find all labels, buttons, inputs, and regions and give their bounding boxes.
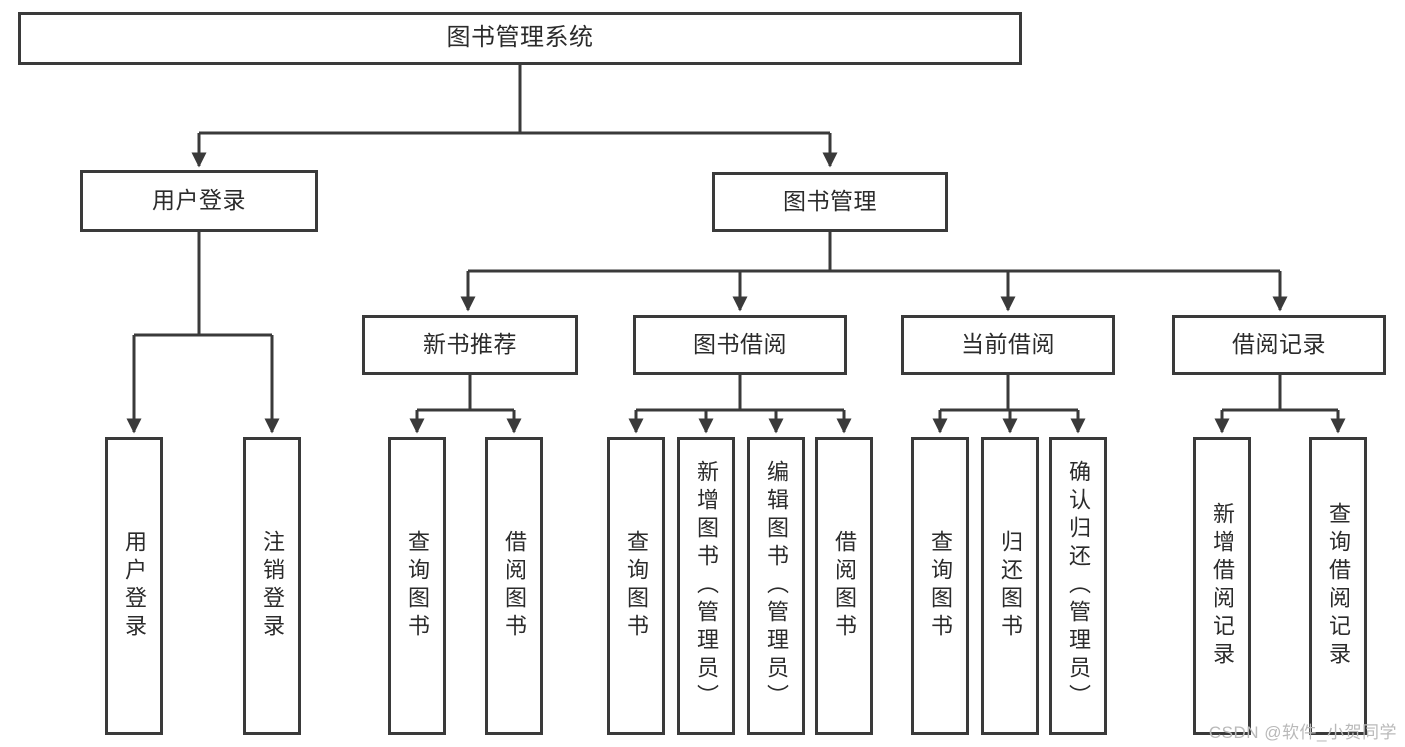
node-label: 借阅图书 (502, 530, 527, 642)
leaf-book-borrow-add[interactable]: 新增图书（管理员） (677, 437, 735, 735)
leaf-new-book-query[interactable]: 查询图书 (388, 437, 446, 735)
node-label: 图书管理 (783, 188, 877, 215)
node-root-system[interactable]: 图书管理系统 (18, 12, 1022, 65)
node-current-borrow[interactable]: 当前借阅 (901, 315, 1115, 375)
node-label: 归还图书 (998, 530, 1023, 642)
node-label: 新增图书（管理员） (694, 460, 719, 712)
node-borrow-record[interactable]: 借阅记录 (1172, 315, 1386, 375)
node-label: 借阅图书 (832, 530, 857, 642)
node-book-borrow[interactable]: 图书借阅 (633, 315, 847, 375)
leaf-user-login-logout[interactable]: 注销登录 (243, 437, 301, 735)
node-label: 图书借阅 (693, 331, 787, 358)
node-label: 注销登录 (260, 530, 285, 642)
leaf-current-borrow-return[interactable]: 归还图书 (981, 437, 1039, 735)
node-label: 查询图书 (928, 530, 953, 642)
node-label: 查询图书 (624, 530, 649, 642)
leaf-borrow-record-query[interactable]: 查询借阅记录 (1309, 437, 1367, 735)
node-user-login[interactable]: 用户登录 (80, 170, 318, 232)
csdn-watermark: CSDN @软件_小贺同学 (1208, 723, 1397, 742)
leaf-current-borrow-confirm[interactable]: 确认归还（管理员） (1049, 437, 1107, 735)
leaf-borrow-record-add[interactable]: 新增借阅记录 (1193, 437, 1251, 735)
node-label: 新书推荐 (423, 331, 517, 358)
leaf-user-login-login[interactable]: 用户登录 (105, 437, 163, 735)
leaf-book-borrow-edit[interactable]: 编辑图书（管理员） (747, 437, 805, 735)
node-label: 确认归还（管理员） (1066, 460, 1091, 712)
node-label: 借阅记录 (1232, 331, 1326, 358)
node-label: 新增借阅记录 (1210, 502, 1235, 670)
node-label: 编辑图书（管理员） (764, 460, 789, 712)
node-new-book-recommend[interactable]: 新书推荐 (362, 315, 578, 375)
node-label: 查询借阅记录 (1326, 502, 1351, 670)
node-book-management[interactable]: 图书管理 (712, 172, 948, 232)
node-label: 图书管理系统 (446, 24, 594, 52)
leaf-book-borrow-borrow[interactable]: 借阅图书 (815, 437, 873, 735)
node-label: 当前借阅 (961, 331, 1055, 358)
leaf-new-book-borrow[interactable]: 借阅图书 (485, 437, 543, 735)
node-label: 用户登录 (152, 187, 246, 214)
node-label: 查询图书 (405, 530, 430, 642)
leaf-book-borrow-query[interactable]: 查询图书 (607, 437, 665, 735)
leaf-current-borrow-query[interactable]: 查询图书 (911, 437, 969, 735)
node-label: 用户登录 (122, 530, 147, 642)
